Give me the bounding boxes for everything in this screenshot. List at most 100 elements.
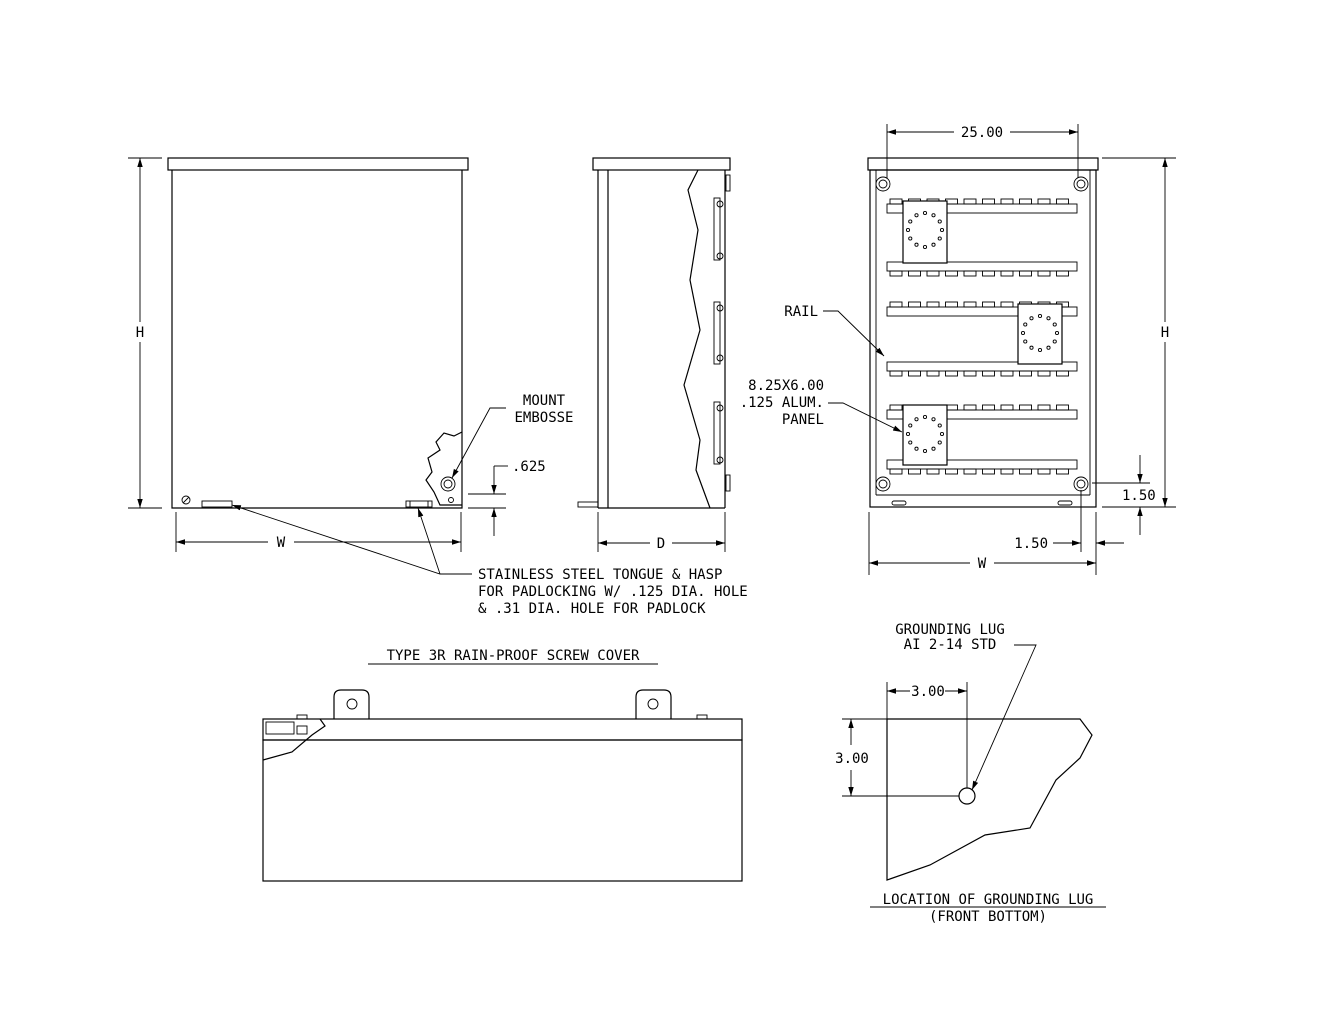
dim-150-vertical: 1.50 — [1122, 488, 1156, 504]
panel-bolt-hole — [931, 446, 936, 451]
panel-bolt-hole — [914, 213, 919, 218]
rail-slot — [1037, 404, 1051, 411]
rail-slot — [945, 370, 958, 377]
panel-bolt-hole — [937, 440, 942, 445]
dim-625: .625 — [512, 459, 546, 475]
side-view: D — [577, 157, 731, 552]
dim-300-horizontal: 3.00 — [911, 684, 945, 700]
rail-slot — [963, 301, 977, 308]
panel-bolt-hole — [908, 236, 913, 241]
rail-slot — [982, 198, 995, 205]
rail-slot — [889, 301, 903, 308]
panel-bolt-hole — [1020, 330, 1026, 336]
screw-cover-title: TYPE 3R RAIN-PROOF SCREW COVER — [387, 648, 640, 664]
dim-150-horizontal: 1.50 — [1014, 536, 1048, 552]
rail-slot — [926, 301, 940, 308]
rail-slot — [1000, 404, 1014, 411]
panel-bolt-hole — [905, 227, 911, 233]
mount-emboss-label-line2: EMBOSSE — [514, 410, 573, 426]
rail-slot — [889, 198, 903, 205]
panel-bolt-hole — [931, 417, 936, 422]
rail-slot — [982, 404, 995, 411]
panel-bolt-hole — [1037, 313, 1043, 319]
mount-emboss-label-line1: MOUNT — [523, 393, 566, 409]
rail-slot — [945, 270, 958, 277]
panel-bolt-hole — [908, 423, 913, 428]
rail-slot — [926, 370, 940, 377]
rail-slot — [889, 468, 903, 475]
panel-bolt-hole — [922, 448, 928, 454]
rail-slot — [963, 370, 977, 377]
rail-slot — [1019, 370, 1032, 377]
screw-cover-view: TYPE 3R RAIN-PROOF SCREW COVER — [262, 648, 743, 882]
height-label-left: H — [136, 325, 144, 341]
panel-bolt-hole — [922, 210, 928, 216]
rail-slot — [1056, 370, 1069, 377]
rail-slot — [908, 270, 921, 277]
panel-bolt-hole — [931, 242, 936, 247]
rail-slot — [1000, 301, 1014, 308]
rail-slot — [982, 370, 995, 377]
rail-slot — [963, 404, 977, 411]
rail-slot — [926, 468, 940, 475]
panel-bolt-hole — [937, 423, 942, 428]
dim-25: 25.00 — [961, 125, 1003, 141]
width-label-left: W — [277, 535, 286, 551]
lug-label-line2: AI 2-14 STD — [904, 637, 997, 653]
panel-label-line3: PANEL — [782, 412, 824, 428]
rail-slot — [1037, 370, 1051, 377]
lug-label-line1: GROUNDING LUG — [895, 622, 1005, 638]
rail-slot — [963, 468, 977, 475]
panel-bolt-hole — [922, 244, 928, 250]
rail-slot — [945, 468, 958, 475]
panel-bolt-hole — [908, 440, 913, 445]
panel-bolt-hole — [908, 219, 913, 224]
panel-bolt-hole — [931, 213, 936, 218]
panel-bolt-hole — [1046, 316, 1051, 321]
front-view: H W .625 MOUNT EMBOSSE — [128, 157, 574, 552]
panel-label-line2: .125 ALUM. — [740, 395, 824, 411]
panel-bolt-hole — [939, 431, 945, 437]
rail-slot — [889, 404, 903, 411]
rail-slot — [982, 270, 995, 277]
rail-slot — [908, 370, 921, 377]
back-view: 25.00 H 1.50 1.50 W RAIL 8.25X6.00 .125 … — [740, 124, 1176, 575]
panel-bolt-hole — [1054, 330, 1060, 336]
hinge-group — [713, 174, 731, 492]
rail-slot — [963, 198, 977, 205]
rail-slot — [982, 468, 995, 475]
panel-bolt-hole — [937, 219, 942, 224]
rail-slot — [1037, 198, 1051, 205]
rail-slot — [982, 301, 995, 308]
panel-bolt-hole — [914, 242, 919, 247]
rail-slot — [1000, 270, 1014, 277]
panel-bolt-hole — [905, 431, 911, 437]
rail-slot — [1019, 198, 1032, 205]
hasp-note-line1: STAINLESS STEEL TONGUE & HASP — [478, 567, 722, 583]
lug-section-subtitle: (FRONT BOTTOM) — [929, 909, 1047, 925]
panel-bolt-hole — [937, 236, 942, 241]
panel-bolt-hole — [1023, 339, 1028, 344]
panel-bolt-hole — [914, 446, 919, 451]
rail-slot — [889, 270, 903, 277]
panel-bolt-hole — [914, 417, 919, 422]
hasp-note-line2: FOR PADLOCKING W/ .125 DIA. HOLE — [478, 584, 748, 600]
panel-bolt-hole — [1023, 322, 1028, 327]
width-label-right: W — [978, 556, 987, 572]
depth-label: D — [657, 536, 665, 552]
hasp-note-line3: & .31 DIA. HOLE FOR PADLOCK — [478, 601, 706, 617]
height-label-right: H — [1161, 325, 1169, 341]
panel-bolt-hole — [939, 227, 945, 233]
rail-slot — [1056, 270, 1069, 277]
panel-bolt-hole — [1052, 339, 1057, 344]
panel-bolt-hole — [922, 414, 928, 420]
rail-slot — [1056, 468, 1069, 475]
rail-slot — [1000, 468, 1014, 475]
rail-slot — [1037, 468, 1051, 475]
rail-slot — [1019, 404, 1032, 411]
rail-slot — [1056, 198, 1069, 205]
rails — [886, 198, 1078, 475]
panel-bolt-hole — [1052, 322, 1057, 327]
panel-label-line1: 8.25X6.00 — [748, 378, 824, 394]
